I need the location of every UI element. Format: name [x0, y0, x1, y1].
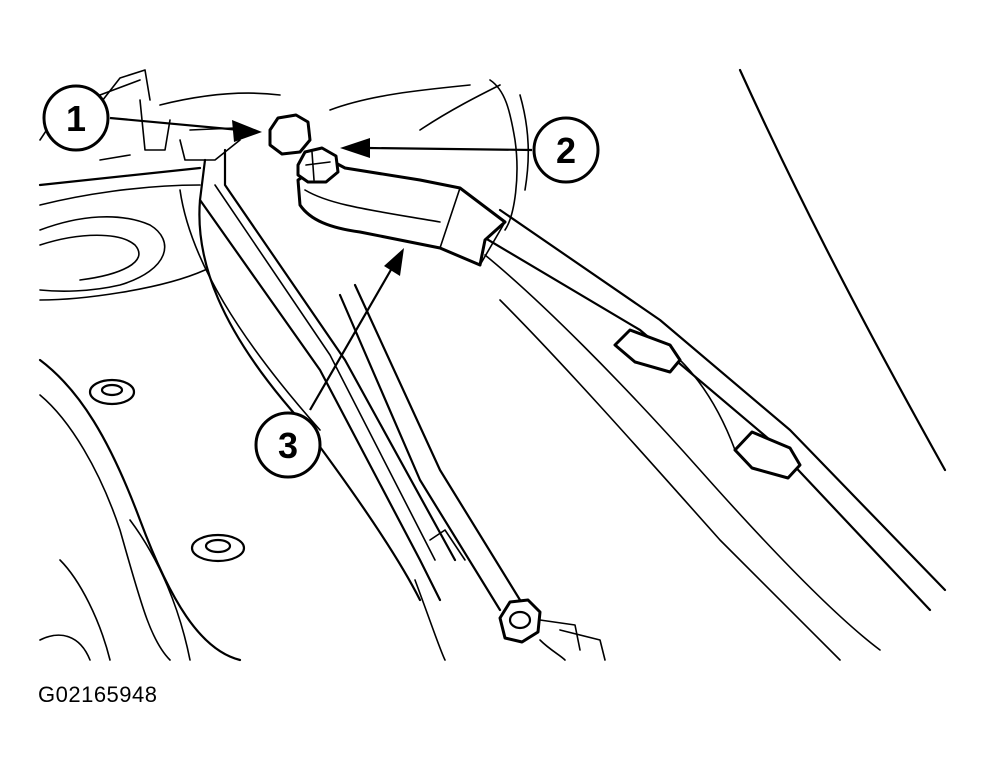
arm-clip-lower — [733, 430, 802, 480]
retaining-nut — [296, 146, 340, 184]
callout-3-label: 3 — [278, 425, 298, 466]
pivot-arm-head — [296, 158, 507, 267]
callout-leaders — [109, 116, 533, 411]
arm-clip-upper — [613, 328, 682, 374]
body-panel-lines — [38, 68, 947, 662]
lower-nut — [498, 598, 542, 644]
wiper-arm — [478, 208, 947, 661]
callout-3: 3 — [254, 411, 322, 479]
nut-cap — [268, 113, 312, 156]
callout-1: 1 — [42, 84, 110, 152]
callout-2-label: 2 — [556, 130, 576, 171]
wiper-linkage — [338, 283, 581, 651]
callout-1-label: 1 — [66, 98, 86, 139]
callout-2: 2 — [532, 116, 600, 184]
figure-code: G02165948 — [38, 682, 158, 707]
